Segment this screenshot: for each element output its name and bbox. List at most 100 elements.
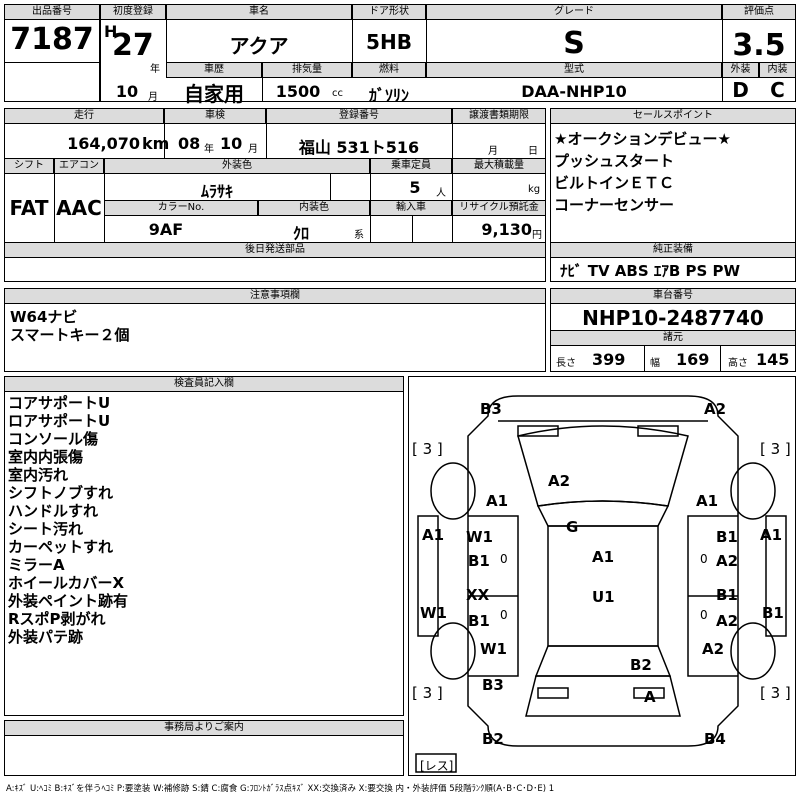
- first-reg-month: 10: [115, 82, 139, 101]
- inspection-month: 10: [220, 134, 243, 153]
- inspector-item: 外装パテ跡: [8, 628, 84, 646]
- mark-side-right: A1: [760, 526, 783, 544]
- mark-w1-left: W1: [466, 528, 493, 546]
- km-unit: km: [142, 134, 170, 153]
- inspector-item: ミラーA: [8, 556, 65, 574]
- transfer-month-unit: 月: [488, 146, 498, 157]
- width-label: 幅: [650, 358, 660, 369]
- inspector-item: ハンドルすれ: [8, 502, 99, 520]
- dims-line-2: [720, 346, 721, 372]
- color-no: 9AF: [148, 220, 184, 239]
- col-line-4: [722, 4, 723, 102]
- load-unit: kg: [528, 184, 541, 195]
- r2-line-2: [266, 108, 267, 158]
- history: 自家用: [184, 82, 244, 106]
- recycle-label: リサイクル預託金: [452, 200, 546, 216]
- capacity: 5: [409, 178, 421, 197]
- tire-rear-left: [ 3 ]: [412, 684, 443, 702]
- score: 3.5: [732, 28, 786, 63]
- lot-divider: [4, 62, 100, 63]
- mark-zero-4: 0: [700, 608, 708, 622]
- mark-b4-bottom: B4: [704, 730, 726, 748]
- mark-zero-2: 0: [700, 552, 708, 566]
- mark-xx: XX: [466, 586, 490, 604]
- color-no-label: カラーNo.: [104, 200, 258, 216]
- grade-label: グレード: [426, 4, 722, 20]
- width-value: 169: [676, 350, 710, 369]
- inspection-label: 車検: [164, 108, 266, 124]
- note-item: W64ナビ: [10, 308, 78, 326]
- mileage-label: 走行: [4, 108, 164, 124]
- legend: A:ｷｽﾞ U:ﾍｺﾐ B:ｷｽﾞを伴うﾍｺﾐ P:要塗装 W:補修跡 S:錆 …: [6, 784, 555, 794]
- r3-line-6: [412, 216, 413, 242]
- col-line-3: [426, 4, 427, 64]
- mark-hood: A2: [548, 472, 571, 490]
- mark-b1-side: B1: [762, 604, 784, 622]
- lot-number: 7187: [10, 22, 94, 57]
- r3-line-3: [330, 174, 331, 200]
- mark-side-left: A1: [422, 526, 445, 544]
- door-type: 5HB: [366, 30, 412, 54]
- mark-a2-top: A2: [704, 400, 727, 418]
- inspector-item: カーペットすれ: [8, 538, 114, 556]
- capacity-label: 乗車定員: [370, 158, 452, 174]
- interior-grade: C: [770, 78, 785, 102]
- chassis-label: 車台番号: [550, 288, 796, 304]
- mark-b2-bottom: B2: [482, 730, 504, 748]
- tire-front-left: [ 3 ]: [412, 440, 443, 458]
- first-reg-label: 初度登録: [100, 4, 166, 20]
- plate-label: 登録番号: [266, 108, 452, 124]
- mark-b3-rear: B3: [482, 676, 504, 694]
- r3-line-5: [452, 158, 453, 242]
- inspection-year: 08: [178, 134, 201, 153]
- r2-line-1: [164, 108, 165, 158]
- first-reg-year: 27: [112, 28, 154, 63]
- later-label: 後日発送部品: [4, 242, 546, 258]
- int-color: ｸﾛ: [292, 224, 309, 243]
- mark-b3-top: B3: [480, 400, 502, 418]
- sales-label: セールスポイント: [550, 108, 796, 124]
- int-color-label: 内装色: [258, 200, 370, 216]
- mark-fender-left: A1: [486, 492, 509, 510]
- car-diagram: [415, 395, 787, 773]
- note-item: スマートキー２個: [10, 326, 130, 344]
- inspector-item: コンソール傷: [8, 430, 99, 448]
- recycle-unit: 円: [532, 230, 542, 241]
- sales-item: ビルトインＥＴＣ: [554, 174, 675, 192]
- recycle-fee: 9,130: [481, 220, 532, 239]
- col-line-1: [166, 4, 167, 64]
- first-reg-month-unit: 月: [148, 92, 158, 103]
- inspector-item: 室内汚れ: [8, 466, 69, 484]
- inspection-month-unit: 月: [248, 144, 258, 155]
- model: DAA-NHP10: [521, 82, 627, 101]
- height-label: 高さ: [728, 358, 748, 369]
- r3-line-4: [370, 158, 371, 242]
- mark-w1-rear: W1: [480, 640, 507, 658]
- inspector-item: ホイールカバーX: [8, 574, 125, 592]
- score-label: 評価点: [722, 4, 796, 20]
- mark-roof-g: G: [566, 518, 579, 536]
- r2-line-3: [452, 108, 453, 158]
- displacement-label: 排気量: [262, 62, 352, 78]
- mark-a2-right-1: A2: [716, 552, 739, 570]
- displacement: 1500: [275, 82, 321, 101]
- car-name: アクア: [229, 34, 289, 58]
- inspector-item: RスポP剥がれ: [8, 610, 106, 628]
- color-label: 外装色: [104, 158, 370, 174]
- int-color-unit: 系: [354, 230, 364, 241]
- r3-line-1: [54, 158, 55, 242]
- tire-front-right: [ 3 ]: [760, 440, 791, 458]
- dims-label: 諸元: [550, 330, 796, 346]
- mark-roof-a1: A1: [592, 548, 615, 566]
- model-label: 型式: [426, 62, 722, 78]
- mark-a-rear: A: [644, 688, 656, 706]
- mark-zero-3: 0: [500, 608, 508, 622]
- r3-line-2: [104, 158, 105, 242]
- transfer-label: 譲渡書類期限: [452, 108, 546, 124]
- load-label: 最大積載量: [452, 158, 546, 174]
- mark-a2-rear: A2: [702, 640, 725, 658]
- office-label: 事務局よりご案内: [4, 720, 404, 736]
- mark-a2-right-2: A2: [716, 612, 739, 630]
- equipment-label: 純正装備: [550, 242, 796, 258]
- first-reg-era: H: [104, 22, 118, 41]
